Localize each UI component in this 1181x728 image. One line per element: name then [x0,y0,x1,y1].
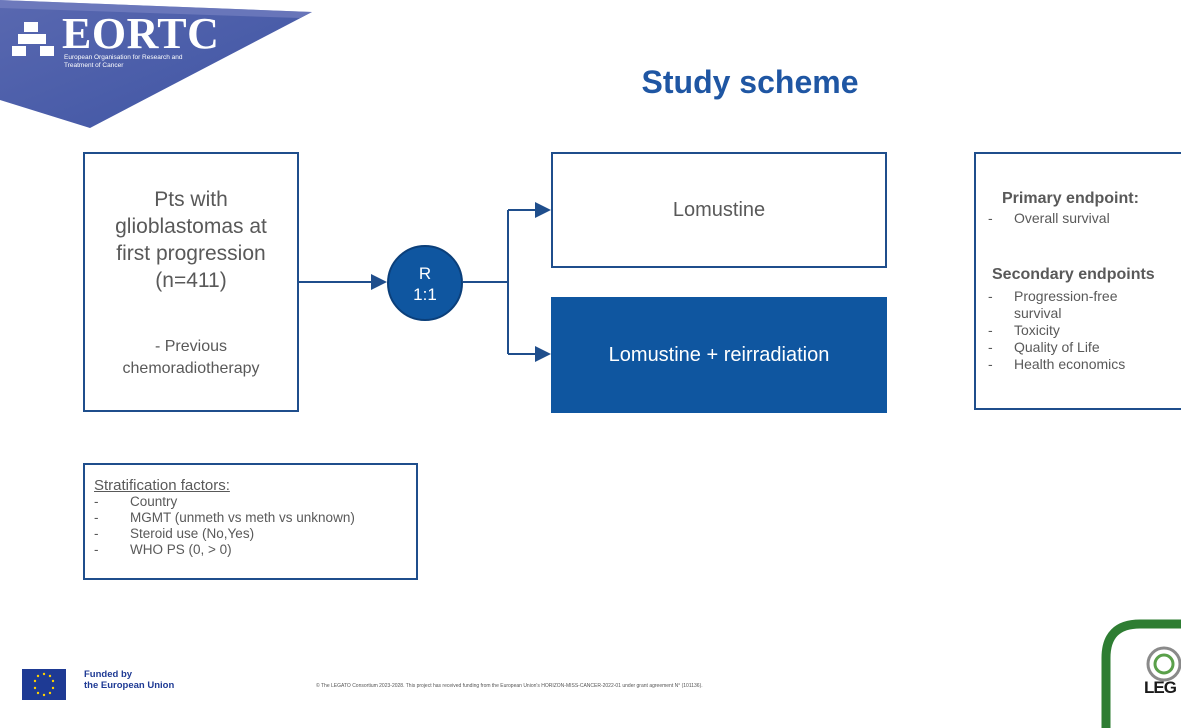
randomization-ratio: 1:1 [413,285,437,304]
secondary-endpoints-title: Secondary endpoints [992,266,1155,283]
endpoints-box: Primary endpoint: Overall survival Secon… [974,152,1181,410]
secondary-endpoint-list: Progression-free survival Toxicity Quali… [988,288,1181,373]
list-item: Health economics [988,356,1181,373]
list-item: Overall survival [988,210,1181,227]
list-item: Country [94,494,416,510]
arm-lomustine-reirradiation: Lomustine + reirradiation [551,297,887,413]
randomization-node: R 1:1 [387,245,463,321]
funding-label: Funded by the European Union [84,669,174,691]
population-criterion: - Previous chemoradiotherapy [122,338,260,377]
list-item: Toxicity [988,322,1181,339]
population-box: Pts with glioblastomas at first progress… [83,152,299,412]
list-item: MGMT (unmeth vs meth vs unknown) [94,510,416,526]
population-line: first progression [116,242,266,265]
eortc-logo-icon [12,22,54,56]
population-line: (n=411) [155,269,227,292]
copyright-notice: © The LEGATO Consortium 2023-2028. This … [316,683,703,689]
population-line: glioblastomas at [115,215,267,238]
randomization-label: R [418,264,432,283]
population-description: Pts with glioblastomas at first progress… [85,186,297,294]
funding-line: the European Union [84,680,175,691]
list-item: WHO PS (0, > 0) [94,542,416,558]
list-item: Steroid use (No,Yes) [94,526,416,542]
eortc-banner [0,0,312,128]
page-title: Study scheme [641,64,859,100]
flow-connectors [299,202,551,362]
primary-endpoint-list: Overall survival [988,210,1181,227]
primary-endpoint-title: Primary endpoint: [1002,190,1139,207]
arm-lomustine: Lomustine [551,152,887,268]
stratification-title: Stratification factors: [94,477,230,494]
legato-logo-text: LEG [1144,678,1177,697]
org-subtitle: European Organisation for Research and T… [64,54,183,69]
funding-line: Funded by [84,669,133,680]
eu-flag-icon [22,669,66,700]
list-item: Progression-free survival [988,288,1124,322]
stratification-list: Country MGMT (unmeth vs meth vs unknown)… [94,494,416,558]
list-item: Quality of Life [988,339,1181,356]
population-line: Pts with [154,188,228,211]
legato-logo-icon [1101,619,1181,728]
org-logo-text: EORTC [62,9,220,58]
stratification-box: Stratification factors: Country MGMT (un… [83,463,418,580]
